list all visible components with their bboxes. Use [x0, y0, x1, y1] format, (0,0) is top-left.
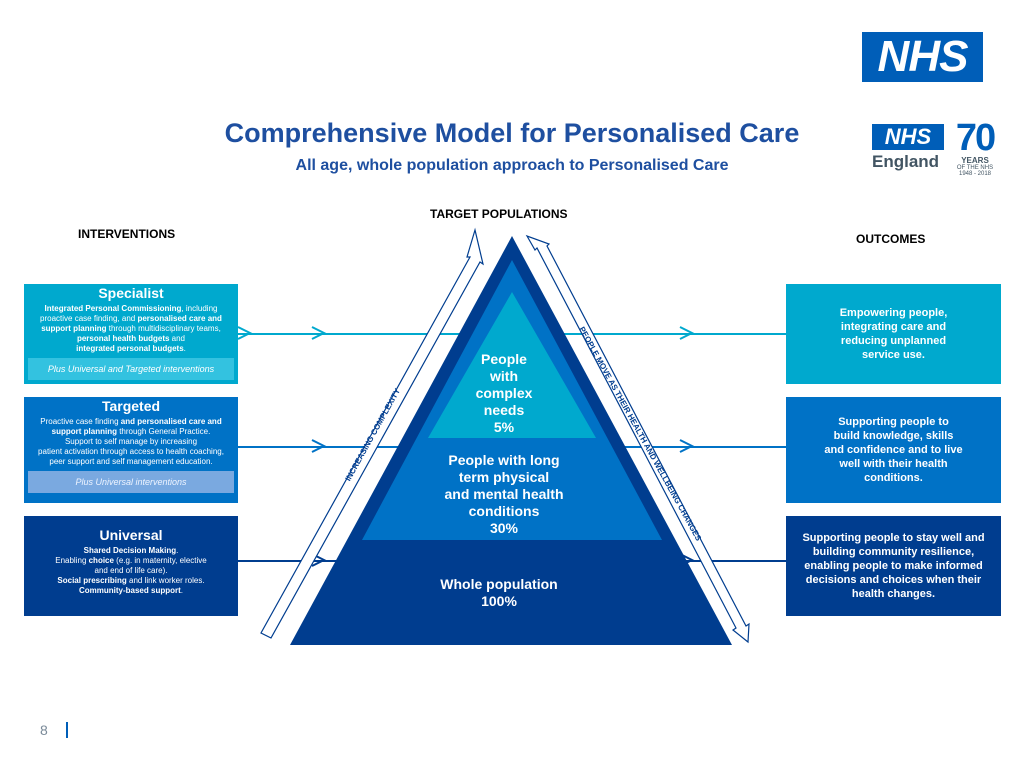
anniversary-years: YEARS [961, 156, 989, 165]
specialist-plus-note: Plus Universal and Targeted intervention… [28, 358, 234, 380]
page-title: Comprehensive Model for Personalised Car… [224, 118, 800, 148]
specialist-line-3: support planning through multidisciplina… [41, 324, 221, 333]
specialist-line-4: personal health budgets and [76, 334, 186, 343]
specialist-title: Specialist [98, 285, 164, 301]
universal-outcome-box: Supporting people to stay well and build… [786, 516, 1001, 616]
universal-line-4: Social prescribing and link worker roles… [57, 576, 205, 585]
page-number-divider [66, 722, 68, 738]
nhs-70-logo: 70 YEARS OF THE NHS 1948 - 2018 [950, 117, 1000, 177]
targeted-outcome-box: Supporting people to build knowledge, sk… [786, 397, 1001, 503]
universal-line-3: and end of life care). [94, 566, 168, 575]
pyramid-complex-needs [428, 292, 596, 438]
anniversary-number: 70 [955, 117, 996, 159]
targeted-plus-note: Plus Universal interventions [28, 471, 234, 493]
targeted-line-2: support planning through General Practic… [51, 427, 211, 436]
universal-title: Universal [99, 527, 163, 543]
targeted-arrowheads [311, 439, 695, 453]
target-populations-header: TARGET POPULATIONS [430, 207, 568, 221]
universal-line-2: Enabling choice (e.g. in maternity, elec… [55, 556, 207, 565]
universal-line-5: Community-based support. [78, 586, 183, 595]
specialist-arrowheads [237, 326, 695, 340]
specialist-line-1: Integrated Personal Commissioning, inclu… [44, 304, 218, 313]
page-subtitle: All age, whole population approach to Pe… [295, 157, 729, 174]
nhs-england-box: NHS [872, 124, 944, 150]
targeted-interventions-box: Targeted Proactive case finding and pers… [24, 397, 238, 503]
targeted-line-1: Proactive case finding and personalised … [40, 417, 222, 426]
interventions-header: INTERVENTIONS [78, 227, 176, 241]
whole-population-text: Whole population 100% [440, 576, 558, 609]
complex-needs-text: People with complex needs 5% [475, 351, 533, 435]
targeted-line-5: peer support and self management educati… [49, 457, 213, 466]
anniversary-of-nhs: OF THE NHS [956, 165, 994, 171]
nhs-logo: NHS [862, 32, 983, 82]
targeted-title: Targeted [101, 398, 161, 414]
specialist-line-5: integrated personal budgets. [76, 344, 186, 353]
targeted-line-3: Support to self manage by increasing [64, 437, 198, 446]
universal-interventions-box: Universal Shared Decision Making. Enabli… [24, 516, 238, 616]
nhs-england-text: England [872, 152, 940, 171]
nhs-england-logo: NHS England [872, 124, 944, 172]
long-term-conditions-text: People with long term physical and menta… [444, 452, 564, 536]
universal-line-1: Shared Decision Making. [83, 546, 179, 555]
increasing-complexity-arrow [260, 227, 484, 639]
anniversary-range: 1948 - 2018 [958, 171, 992, 177]
specialist-outcome-box: Empowering people, integrating care and … [786, 284, 1001, 384]
specialist-interventions-box: Specialist Integrated Personal Commissio… [24, 284, 238, 384]
people-move-arrow [525, 234, 750, 644]
specialist-line-2: proactive case finding, and personalised… [40, 314, 222, 323]
targeted-line-4: patient activation through access to hea… [38, 447, 224, 456]
page-number: 8 [40, 722, 48, 738]
outcomes-header: OUTCOMES [856, 232, 926, 246]
